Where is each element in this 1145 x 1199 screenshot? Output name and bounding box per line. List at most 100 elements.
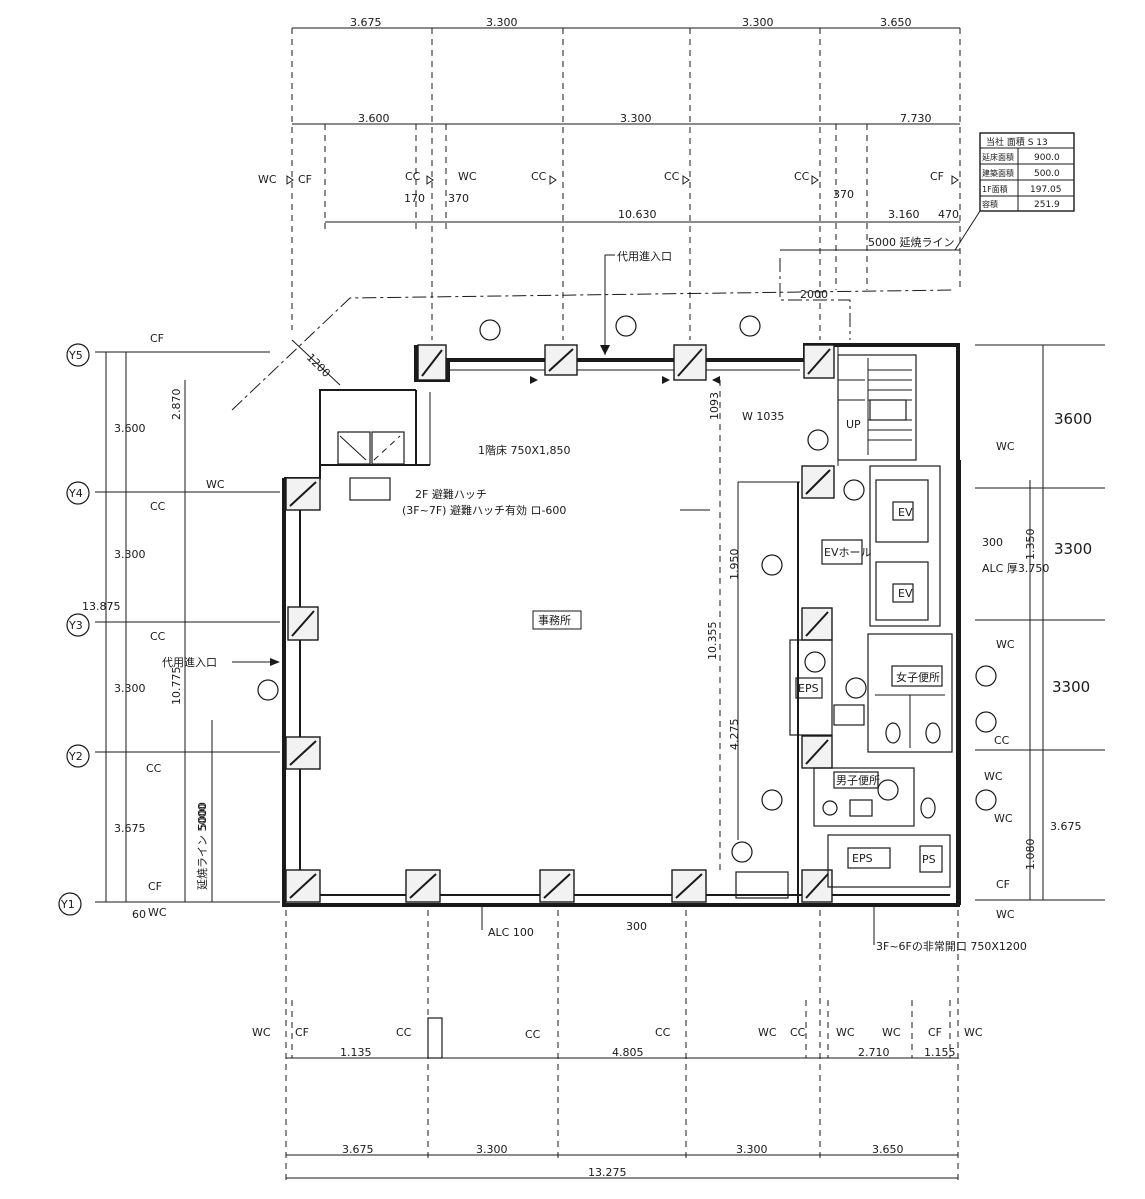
area-table-header: 当社 面積 S 13 bbox=[986, 136, 1048, 148]
dim-470: 470 bbox=[938, 208, 959, 221]
wc-marker-top-2: WC bbox=[458, 170, 477, 183]
dim-4275: 4.275 bbox=[728, 719, 741, 751]
cc-marker-bottom-3: CC bbox=[655, 1026, 671, 1039]
alt-entry-top bbox=[600, 254, 615, 355]
cc-marker-top-3: CC bbox=[664, 170, 680, 183]
dim-1950: 1.950 bbox=[728, 549, 741, 581]
dim-10775: 10.775 bbox=[170, 667, 183, 706]
left-dim-1: 3.600 bbox=[114, 422, 146, 435]
wc-marker-bottom-1: WC bbox=[252, 1026, 271, 1039]
axis-bubbles bbox=[58, 343, 90, 916]
wc-marker-bottom-2: WC bbox=[758, 1026, 777, 1039]
axis-y1: Y1 bbox=[60, 898, 75, 911]
wc-marker-right-3: WC bbox=[984, 770, 1003, 783]
top-dimension-lines bbox=[291, 27, 961, 340]
area-row-1-label: 延床面積 bbox=[982, 152, 1014, 162]
right-dim-lines bbox=[975, 344, 1105, 901]
wc-marker-right-4: WC bbox=[994, 812, 1013, 825]
setback-top-label: 5000 延焼ライン bbox=[868, 236, 955, 249]
main-hatch-label: 1階床 750X1,850 bbox=[478, 443, 571, 457]
alc-bottom-label: ALC 100 bbox=[488, 926, 534, 939]
eps-label-2: EPS bbox=[852, 852, 873, 865]
bottom-dim-2: 3.300 bbox=[476, 1143, 508, 1156]
dim-1350: 1.350 bbox=[1024, 529, 1037, 561]
bottom-dim-3: 3.300 bbox=[736, 1143, 768, 1156]
cf-marker-bottom-2: CF bbox=[928, 1026, 942, 1039]
top-inner-dim-1: 3.600 bbox=[358, 112, 390, 125]
bottom-opening-note: 3F~6Fの非常開口 750X1200 bbox=[876, 940, 1027, 953]
axis-y2: Y2 bbox=[68, 750, 83, 763]
left-dim-3: 3.300 bbox=[114, 682, 146, 695]
left-total-dim: 13.875 bbox=[82, 600, 121, 613]
fire-equipment-symbols bbox=[257, 315, 997, 863]
top-left-room bbox=[337, 431, 405, 501]
axis-y5: Y5 bbox=[68, 349, 83, 362]
wc-marker-right-2: WC bbox=[996, 638, 1015, 651]
cc-marker-right: CC bbox=[994, 734, 1010, 747]
cc-marker-bottom-2: CC bbox=[525, 1028, 541, 1041]
dim-2870: 2.870 bbox=[170, 389, 183, 421]
cc-marker-bottom-4: CC bbox=[790, 1026, 806, 1039]
mens-wc-label: 男子便所 bbox=[836, 774, 880, 787]
dim-60: 60 bbox=[132, 908, 146, 921]
bottom-dimension-lines bbox=[285, 910, 959, 1180]
dim-1080: 1.080 bbox=[1024, 839, 1037, 871]
cc-marker-left-3: CC bbox=[146, 762, 162, 775]
ev-label-2: EV bbox=[898, 587, 913, 600]
wc-marker-left-2: WC bbox=[206, 478, 225, 491]
area-row-2-value: 500.0 bbox=[1034, 169, 1060, 179]
wc-marker-bottom-4: WC bbox=[882, 1026, 901, 1039]
alc-right-label: ALC 厚3.750 bbox=[982, 562, 1049, 575]
bottom-inner-dim-1: 1.135 bbox=[340, 1046, 372, 1059]
top-dim-3: 3.300 bbox=[742, 16, 774, 29]
dim-170: 170 bbox=[404, 192, 425, 205]
cf-marker-top-2: CF bbox=[930, 170, 944, 183]
top-inner-dim-3: 7.730 bbox=[900, 112, 932, 125]
area-table bbox=[979, 132, 1075, 212]
area-row-1-value: 900.0 bbox=[1034, 153, 1060, 163]
left-dim-2: 3.300 bbox=[114, 548, 146, 561]
right-dim-3: 3300 bbox=[1052, 678, 1090, 696]
bottom-dim-1: 3.675 bbox=[342, 1143, 374, 1156]
top-dim-4: 3.650 bbox=[880, 16, 912, 29]
dim-300-bottom: 300 bbox=[626, 920, 647, 933]
dim-w1035: W 1035 bbox=[742, 410, 784, 423]
dim-370-top: 370 bbox=[833, 188, 854, 201]
top-equipment-markers: WC CF CC WC CC CC CC CF bbox=[258, 170, 959, 186]
top-dim-1: 3.675 bbox=[350, 16, 382, 29]
wc-marker-right-5: WC bbox=[996, 908, 1015, 921]
area-row-4-value: 251.9 bbox=[1034, 200, 1060, 210]
cf-marker-left-1: CF bbox=[150, 332, 164, 345]
area-row-4-label: 容積 bbox=[982, 199, 998, 209]
alt-entry-top-label: 代用進入口 bbox=[617, 250, 672, 263]
office-label: 事務所 bbox=[538, 613, 571, 627]
dim-370-left: 370 bbox=[448, 192, 469, 205]
setback-left-label: 延焼ライン 5000 bbox=[196, 804, 209, 891]
hatch-note-1: 2F 避難ハッチ bbox=[415, 487, 487, 501]
top-total-dim: 10.630 bbox=[618, 208, 657, 221]
stair-up-label: UP bbox=[846, 418, 861, 431]
structural-columns bbox=[285, 344, 835, 903]
bottom-equipment-markers: WC CF CC CC CC WC CC WC WC CF WC bbox=[252, 1026, 983, 1041]
eps-label: EPS bbox=[798, 682, 819, 695]
womens-wc-label: 女子便所 bbox=[896, 670, 940, 684]
bottom-inner-dim-2: 4.805 bbox=[612, 1046, 644, 1059]
wc-marker-left: WC bbox=[148, 906, 167, 919]
right-dim-1: 3600 bbox=[1054, 410, 1092, 428]
area-row-2-label: 建築面積 bbox=[982, 168, 1014, 178]
cc-marker-bottom-1: CC bbox=[396, 1026, 412, 1039]
area-row-3-value: 197.05 bbox=[1030, 185, 1062, 195]
cf-marker-bottom-1: CF bbox=[295, 1026, 309, 1039]
dim-1093: 1093 bbox=[708, 392, 721, 420]
wc-marker-right-1: WC bbox=[996, 440, 1015, 453]
dim-2000: 2000 bbox=[800, 288, 828, 301]
area-row-3-label: 1F面積 bbox=[982, 184, 1008, 194]
service-core bbox=[735, 345, 961, 905]
dim-300-right: 300 bbox=[982, 536, 1003, 549]
top-dim-2: 3.300 bbox=[486, 16, 518, 29]
cc-marker-top-4: CC bbox=[794, 170, 810, 183]
axis-y3: Y3 bbox=[68, 619, 83, 632]
bottom-dim-4: 3.650 bbox=[872, 1143, 904, 1156]
cc-marker-left-2: CC bbox=[150, 630, 166, 643]
left-axis-lines bbox=[95, 351, 280, 903]
